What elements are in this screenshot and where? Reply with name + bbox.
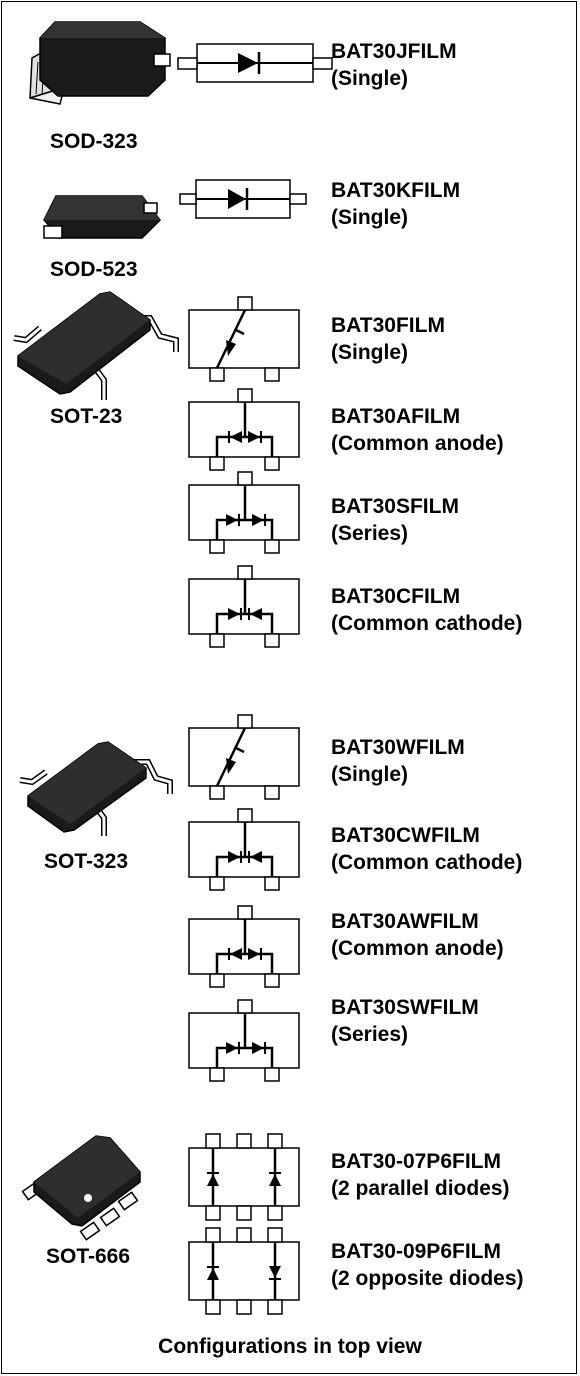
part-number: BAT30-07P6FILM <box>331 1150 501 1173</box>
part-config: (Single) <box>331 67 408 90</box>
part-number: BAT30JFILM <box>331 40 457 63</box>
part-bat30film: BAT30FILM (Single) <box>331 312 445 366</box>
sod323-package-image <box>29 21 171 105</box>
package-label-sot323: SOT-323 <box>44 850 129 873</box>
bat30awfilm-symbol <box>188 905 300 988</box>
part-bat30wfilm: BAT30WFILM (Single) <box>331 734 465 788</box>
bat30swfilm-symbol <box>188 999 300 1082</box>
part-bat30kfilm: BAT30KFILM (Single) <box>331 177 460 231</box>
part-bat30awfilm: BAT30AWFILM (Common anode) <box>331 908 504 962</box>
package-label-sod523: SOD-523 <box>50 258 138 281</box>
part-config: (Common anode) <box>331 937 504 960</box>
part-config: (Single) <box>331 763 408 786</box>
part-bat30swfilm: BAT30SWFILM (Series) <box>331 994 479 1048</box>
part-config: (Common anode) <box>331 432 504 455</box>
part-number: BAT30AWFILM <box>331 910 479 933</box>
bat30wfilm-symbol <box>188 714 300 800</box>
part-number: BAT30-09P6FILM <box>331 1240 501 1263</box>
package-label-sot666: SOT-666 <box>46 1245 131 1268</box>
part-number: BAT30KFILM <box>331 179 461 202</box>
part-number: BAT30SFILM <box>331 495 459 518</box>
part-bat30jfilm: BAT30JFILM (Single) <box>331 38 457 92</box>
sot323-package-image <box>19 741 173 836</box>
part-config: (2 parallel diodes) <box>331 1177 510 1200</box>
sot23-package-image <box>13 291 179 400</box>
part-number: BAT30AFILM <box>331 405 461 428</box>
part-config: (2 opposite diodes) <box>331 1267 524 1290</box>
sod523-package-image <box>43 195 161 239</box>
sot666-package-image <box>21 1135 141 1241</box>
part-number: BAT30FILM <box>331 314 445 337</box>
package-label-sod323: SOD-323 <box>50 130 138 153</box>
bat30afilm-symbol <box>188 388 300 471</box>
part-bat30cfilm: BAT30CFILM (Common cathode) <box>331 583 522 637</box>
bat30kfilm-symbol <box>179 179 307 219</box>
bat30jfilm-symbol <box>177 43 333 83</box>
figure-caption: Configurations in top view <box>158 1335 422 1358</box>
part-bat30-07p6film: BAT30-07P6FILM (2 parallel diodes) <box>331 1148 510 1202</box>
part-number: BAT30WFILM <box>331 736 465 759</box>
part-config: (Series) <box>331 1023 409 1046</box>
part-number: BAT30CFILM <box>331 585 461 608</box>
part-number: BAT30SWFILM <box>331 996 479 1019</box>
part-number: BAT30CWFILM <box>331 824 480 847</box>
part-config: (Common cathode) <box>331 612 523 635</box>
part-config: (Series) <box>331 522 409 545</box>
bat30cwfilm-symbol <box>188 808 300 891</box>
bat30-07p6film-symbol <box>188 1133 300 1221</box>
bat30sfilm-symbol <box>188 471 300 554</box>
part-config: (Common cathode) <box>331 851 523 874</box>
part-bat30cwfilm: BAT30CWFILM (Common cathode) <box>331 822 522 876</box>
part-config: (Single) <box>331 341 408 364</box>
part-bat30-09p6film: BAT30-09P6FILM (2 opposite diodes) <box>331 1238 524 1292</box>
bat30-09p6film-symbol <box>188 1227 300 1315</box>
part-config: (Single) <box>331 206 408 229</box>
bat30cfilm-symbol <box>188 565 300 648</box>
part-bat30afilm: BAT30AFILM (Common anode) <box>331 403 504 457</box>
part-bat30sfilm: BAT30SFILM (Series) <box>331 493 459 547</box>
bat30film-symbol <box>188 296 300 382</box>
package-label-sot23: SOT-23 <box>50 405 123 428</box>
